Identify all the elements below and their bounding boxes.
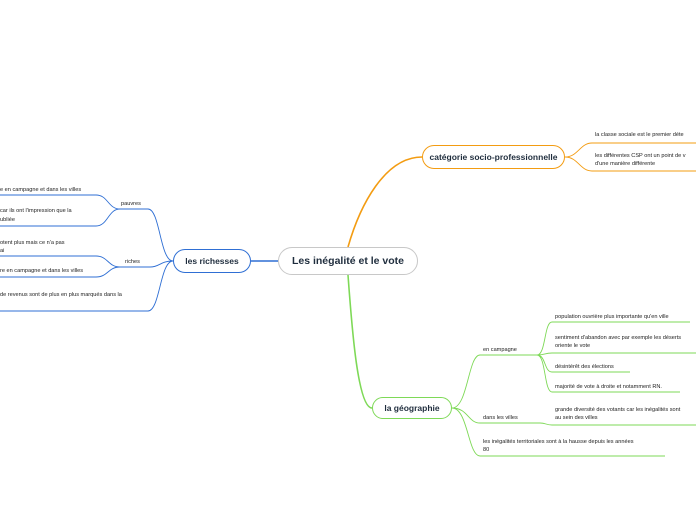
campagne-item-3: désintérêt des élections [555,364,614,370]
subtopic-pauvres[interactable]: pauvres [121,201,141,207]
riches-item-2: re en campagne et dans les villes [0,268,84,274]
campagne-item-2-cont: oriente le vote [555,343,591,349]
topic-richesses[interactable]: les richesses [173,249,251,273]
pauvres-item-1: e en campagne et dans les villes [0,187,82,193]
connector-richesses-revenus [0,260,174,312]
villes-item-1-cont: au sein des villes [555,415,598,421]
connector-geo-campagne [451,354,537,409]
riches-item-1-cont: ai [0,248,5,254]
connector-richesses-pauvres [120,208,174,262]
campagne-item-4: majorité de vote à droite et notamment R… [555,384,662,390]
topic-richesses-label: les richesses [185,256,239,266]
connector-villes-items [539,422,696,426]
connector-campagne-items [536,321,696,393]
connector-riches-items [0,255,121,278]
richesses-revenus: de revenus sont de plus en plus marqués … [0,292,122,298]
csp-item-2: les différentes CSP ont un point de v [595,153,686,159]
connector-geo-villes [451,407,540,424]
csp-item-1: la classe sociale est le premier déte [595,132,684,138]
topic-geographie-label: la géographie [384,403,440,413]
villes-item-1: grande diversité des votants car les iné… [555,407,681,413]
campagne-item-2: sentiment d'abandon avec par exemple les… [555,335,682,341]
topic-csp[interactable]: catégorie socio-professionnelle [422,145,565,169]
riches-item-1: otent plus mais ce n'a pas [0,240,65,246]
topic-geographie[interactable]: la géographie [372,397,452,419]
connector-central-csp [347,156,423,248]
connector-geo-territoriales [451,407,665,457]
central-topic[interactable]: Les inégalité et le vote [278,247,418,275]
csp-item-2-cont: d'une manière différente [595,161,656,167]
campagne-item-1: population ouvrière plus importante qu'e… [555,314,669,320]
pauvres-item-2: car ils ont l'impression que la [0,208,72,214]
connector-central-geographie [347,274,373,409]
connector-richesses-riches [120,260,174,268]
subtopic-campagne[interactable]: en campagne [483,347,517,353]
pauvres-item-2-cont: ubliée [0,217,15,223]
geo-territoriales: les inégalités territoriales sont à la h… [483,439,634,445]
connector-pauvres-items [0,194,121,227]
subtopic-riches[interactable]: riches [125,259,140,265]
connector-csp-items [564,142,696,172]
subtopic-villes[interactable]: dans les villes [483,415,518,421]
topic-csp-label: catégorie socio-professionnelle [429,152,558,162]
geo-territoriales-cont: 80 [483,447,490,453]
central-topic-label: Les inégalité et le vote [291,255,405,267]
